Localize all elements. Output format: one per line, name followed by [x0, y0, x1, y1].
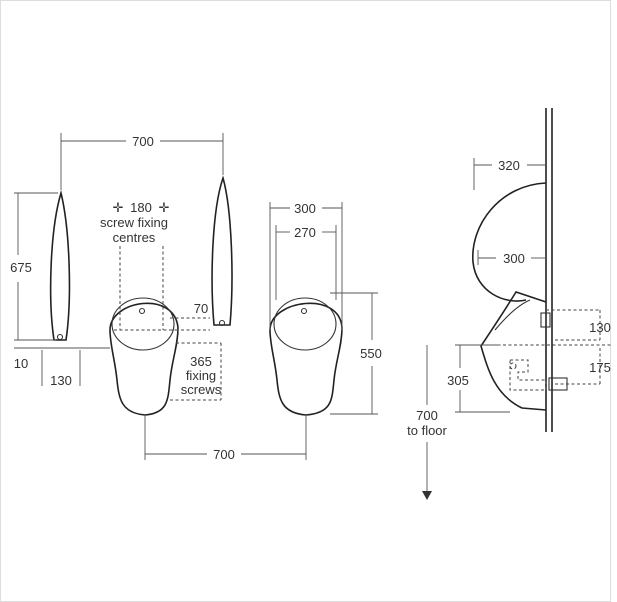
side-width-label: 130: [50, 373, 72, 388]
bottom-gap-label: 10: [14, 356, 28, 371]
screw-offset-label: 70: [194, 301, 208, 316]
side-lower-height-dimension: 305: [447, 344, 510, 413]
side-depth-label: 320: [498, 158, 520, 173]
bottom-width-label: 700: [213, 447, 235, 462]
front-inner-width-label: 270: [294, 225, 316, 240]
front-width-dimensions: 300 270: [269, 201, 343, 330]
fixing-screws-dimension: 365 fixing screws: [170, 342, 222, 401]
screw-centres-dimension: 180 ✛ ✛ screw fixing centres 70: [100, 200, 210, 331]
waste-trap: [509, 359, 568, 391]
fixing-screws-line2: screws: [181, 382, 222, 397]
side-bowl-depth-label: 300: [503, 251, 525, 266]
screw-centres-line1: screw fixing: [100, 215, 168, 230]
arrow-down-icon: [422, 491, 432, 500]
bottom-width-dimension: 700: [144, 416, 307, 462]
side-lower-height-label: 305: [447, 373, 469, 388]
side-urinal-body: 130 175: [470, 291, 612, 411]
screw-centres-value: 180: [130, 200, 152, 215]
side-dome: 320 300: [472, 158, 547, 302]
front-urinal-left: [109, 297, 179, 416]
front-height-label: 550: [360, 346, 382, 361]
floor-value-label: 700: [416, 408, 438, 423]
top-width-label: 700: [132, 134, 154, 149]
crosshair-left-icon: ✛: [113, 200, 124, 215]
side-width-dimension: 130: [41, 350, 81, 388]
screw-centres-line2: centres: [113, 230, 156, 245]
floor-dimension: 700 to floor: [407, 345, 448, 500]
left-height-label: 675: [10, 260, 32, 275]
fixing-screws-line1: fixing: [186, 368, 216, 383]
right-side-profile: [211, 175, 233, 327]
left-side-profile: [49, 189, 71, 341]
top-width-dimension: 700: [60, 133, 224, 190]
fixing-screws-value: 365: [190, 354, 212, 369]
front-outer-width-label: 300: [294, 201, 316, 216]
floor-text-label: to floor: [407, 423, 447, 438]
left-height-dimension: 675 10: [10, 192, 110, 371]
front-urinal-right: [269, 297, 343, 416]
side-top-offset-label: 130: [589, 320, 611, 335]
front-height-dimension: 550: [330, 292, 382, 415]
crosshair-right-icon: ✛: [159, 200, 170, 215]
